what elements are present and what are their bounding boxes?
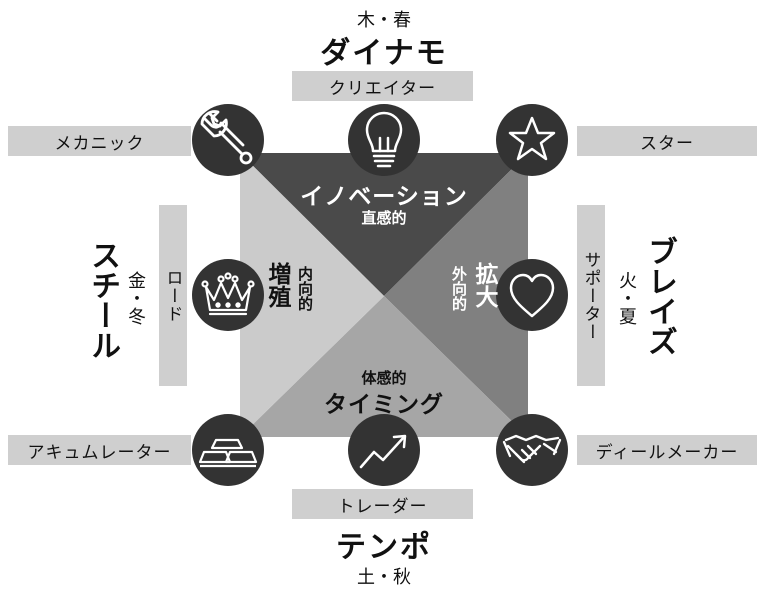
top-left-bar-label: メカニック: [8, 126, 191, 156]
bottom-type-name: テンポ: [336, 530, 432, 565]
left-quadrant-subtitle: 内向的: [296, 266, 314, 311]
top-circle: [348, 104, 420, 176]
left-quadrant: [240, 153, 384, 437]
bottom-quadrant: [240, 296, 528, 437]
top-season: 木・春: [357, 10, 411, 31]
bottom-right-bar-label: ディールメーカー: [577, 435, 757, 465]
wrench-icon: [200, 110, 253, 165]
top-type-name: ダイナモ: [320, 36, 448, 71]
right-quadrant: [384, 153, 528, 437]
bottom-left-bar-label: アキュムレーター: [8, 435, 191, 465]
right-quadrant-title: 拡大: [471, 262, 497, 308]
heart-icon: [509, 273, 555, 318]
lightbulb-icon: [365, 111, 403, 168]
handshake-icon: [502, 434, 562, 464]
left-season: 金・冬: [125, 271, 146, 325]
top-left-circle: [192, 104, 264, 176]
crown-icon: [201, 272, 255, 316]
bottom-circle: [348, 414, 420, 486]
left-bar-label: ロード: [159, 205, 187, 386]
bottom-quadrant-title: タイミング: [324, 392, 444, 418]
star-icon: [508, 116, 556, 161]
top-right-circle: [496, 104, 568, 176]
left-quadrant-title: 増殖: [264, 262, 290, 308]
bottom-right-circle: [496, 414, 568, 486]
right-quadrant-subtitle: 外向的: [450, 266, 468, 311]
bottom-quadrant-subtitle: 体感的: [361, 369, 407, 387]
gold-bars-icon: [198, 438, 258, 468]
top-quadrant-subtitle: 直感的: [361, 209, 407, 227]
trend-up-icon: [359, 434, 407, 469]
top-quadrant: [240, 153, 528, 296]
bottom-bar-label: トレーダー: [292, 489, 473, 519]
top-bar-label: クリエイター: [292, 71, 473, 101]
right-circle: [496, 259, 568, 331]
right-season: 火・夏: [616, 271, 637, 325]
top-right-bar-label: スター: [577, 126, 757, 156]
top-quadrant-title: イノベーション: [300, 184, 468, 210]
left-type-name: スチール: [85, 240, 120, 360]
bottom-left-circle: [192, 414, 264, 486]
left-circle: [192, 259, 264, 331]
right-bar-label: サポーター: [577, 205, 605, 386]
right-type-name: ブレイズ: [642, 236, 677, 356]
bottom-season: 土・秋: [357, 567, 411, 588]
